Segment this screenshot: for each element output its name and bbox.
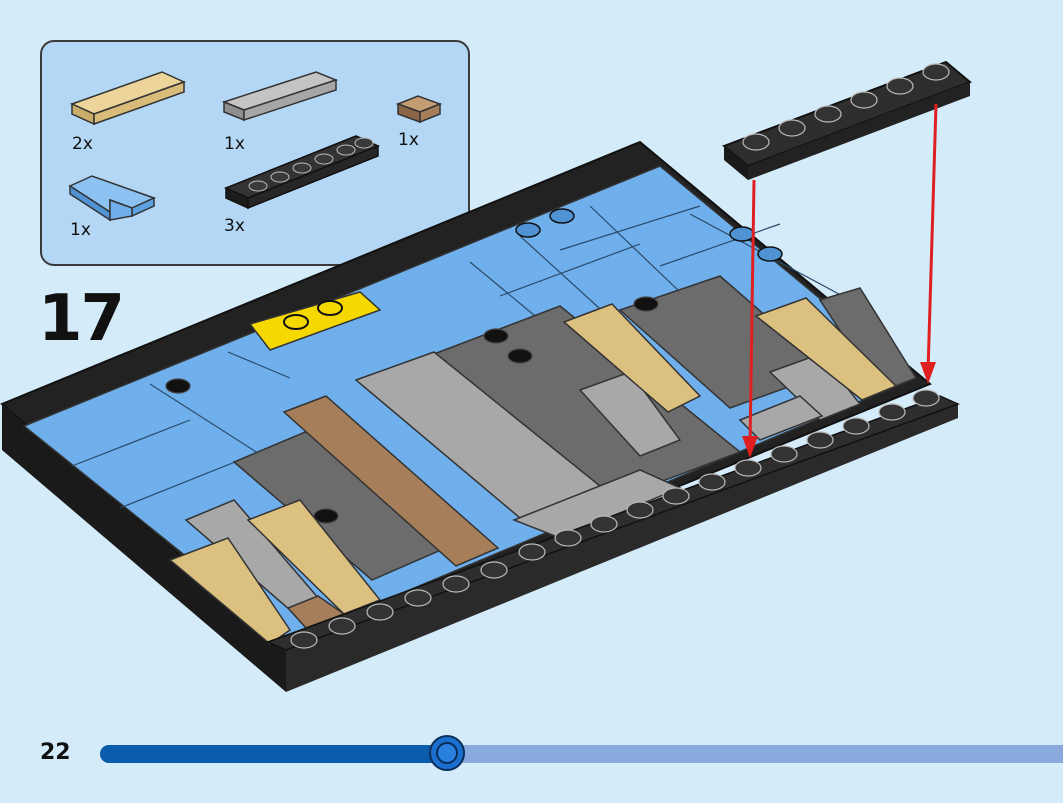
front-plate-row	[266, 389, 960, 651]
tan-tile-part-icon	[70, 71, 186, 126]
blue-corner-tile-part-icon	[68, 175, 157, 222]
blue-tile-seams	[71, 205, 851, 509]
light-gray-tiles	[184, 351, 862, 611]
parts-callout: 2x 1x 1x 1x 3x	[40, 40, 470, 266]
light-gray-tile-part-icon	[221, 71, 339, 122]
tan-tiles	[168, 297, 898, 645]
progress-knob[interactable]	[428, 735, 465, 771]
progress-bar	[100, 735, 1063, 771]
build-model-illustration	[0, 60, 972, 692]
progress-fill	[100, 745, 447, 763]
new-black-plate	[722, 60, 972, 180]
surface-studs	[165, 208, 783, 524]
part-quantity: 3x	[224, 216, 245, 236]
placement-arrows	[742, 103, 938, 458]
page-number: 22	[40, 740, 71, 765]
part-quantity: 1x	[398, 130, 419, 150]
part-quantity: 2x	[72, 134, 93, 154]
part-quantity: 1x	[70, 220, 91, 240]
dark-tan-tiles	[282, 395, 500, 629]
dark-tan-tile-part-icon	[396, 95, 443, 124]
step-number: 17	[38, 282, 125, 356]
black-plate-part-icon	[224, 135, 380, 210]
part-quantity: 1x	[224, 134, 245, 154]
